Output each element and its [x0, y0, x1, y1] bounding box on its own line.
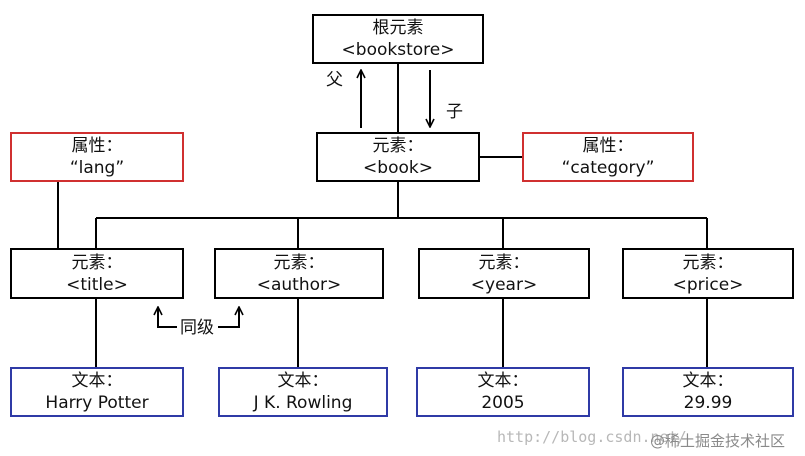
title-text-value: Harry Potter: [45, 393, 149, 413]
lang-attribute-node: 属性： “lang”: [10, 132, 184, 182]
price-element-label: 元素：: [682, 252, 734, 273]
book-element-label: 元素：: [372, 136, 424, 156]
author-element-label: 元素：: [273, 252, 325, 273]
price-text-node: 文本： 29.99: [622, 367, 794, 417]
book-element-tag: <book>: [363, 158, 433, 178]
watermark-site: @稀土掘金技术社区: [650, 432, 786, 450]
root-element-tag: <bookstore>: [341, 40, 455, 60]
price-element-tag: <price>: [672, 274, 744, 295]
watermark-url: http://blog.csdn.net/: [497, 428, 687, 446]
sibling-arrow-right: [218, 307, 239, 328]
author-text-node: 文本： J K. Rowling: [218, 367, 388, 417]
title-element-node: 元素： <title>: [10, 248, 184, 299]
author-element-tag: <author>: [256, 274, 342, 295]
category-attribute-value: “category”: [561, 158, 655, 178]
price-text-label: 文本：: [682, 371, 734, 391]
book-element-node: 元素： <book>: [316, 132, 480, 182]
lang-attribute-label: 属性：: [71, 136, 123, 156]
root-element-node: 根元素 <bookstore>: [312, 14, 484, 64]
year-text-value: 2005: [481, 393, 525, 413]
price-element-node: 元素： <price>: [622, 248, 794, 299]
year-element-node: 元素： <year>: [418, 248, 590, 299]
year-text-node: 文本： 2005: [416, 367, 590, 417]
author-element-node: 元素： <author>: [214, 248, 384, 299]
author-text-value: J K. Rowling: [253, 393, 353, 413]
title-element-label: 元素：: [71, 252, 123, 273]
parent-relation-label: 父: [326, 70, 343, 90]
category-attribute-label: 属性：: [582, 136, 634, 156]
root-element-label: 根元素: [372, 18, 424, 38]
lang-attribute-value: “lang”: [69, 158, 125, 178]
price-text-value: 29.99: [683, 393, 733, 413]
title-element-tag: <title>: [66, 274, 128, 295]
author-text-label: 文本：: [277, 371, 329, 391]
sibling-relation-label: 同级: [180, 318, 214, 338]
category-attribute-node: 属性： “category”: [522, 132, 694, 182]
year-text-label: 文本：: [477, 371, 529, 391]
title-text-node: 文本： Harry Potter: [10, 367, 184, 417]
title-text-label: 文本：: [71, 371, 123, 391]
sibling-arrow-left: [158, 307, 177, 328]
child-relation-label: 子: [446, 102, 463, 122]
year-element-label: 元素：: [478, 252, 530, 273]
year-element-tag: <year>: [470, 274, 538, 295]
